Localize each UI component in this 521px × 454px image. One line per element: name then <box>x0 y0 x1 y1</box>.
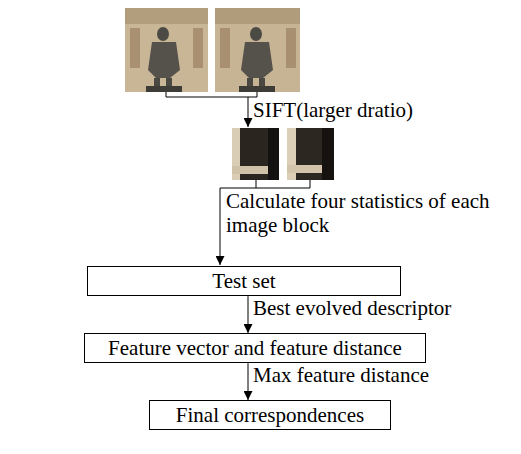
statue-head <box>157 27 169 41</box>
statue-leg <box>154 78 160 86</box>
edge-label: Best evolved descriptor <box>253 297 451 321</box>
statue-base <box>146 86 182 92</box>
bracket-line <box>256 180 310 188</box>
statue-head <box>250 27 262 41</box>
step-label: SIFT(larger dratio) <box>253 99 513 123</box>
statue-leg <box>247 78 253 86</box>
statue-body <box>148 42 180 78</box>
facade-column <box>220 28 230 68</box>
shadow-edge <box>322 128 334 180</box>
flow-arrow <box>248 363 249 400</box>
photo-ground <box>215 8 300 92</box>
photo-ground <box>125 8 208 92</box>
bracket-line <box>220 188 256 189</box>
process-box: Test set <box>87 266 401 296</box>
image-block <box>232 128 279 180</box>
edge-label: Max feature distance <box>253 364 429 388</box>
statue-body <box>241 42 273 78</box>
statue-leg <box>259 78 265 86</box>
process-box: Feature vector and feature distance <box>84 333 426 363</box>
flow-arrow <box>248 296 249 333</box>
bracket-line <box>166 92 257 97</box>
block-ground <box>287 128 334 180</box>
box-text: Feature vector and feature distance <box>93 336 417 360</box>
box-text: Final correspondences <box>158 403 382 427</box>
statue-photo <box>215 8 300 92</box>
image-block <box>287 128 334 180</box>
facade-band <box>125 8 208 24</box>
block-ground <box>232 128 279 180</box>
flow-arrow <box>248 97 249 127</box>
process-box: Final correspondences <box>149 400 391 430</box>
box-text: Test set <box>96 269 392 293</box>
shadow-edge <box>268 128 279 180</box>
statue-leg <box>166 78 172 86</box>
flow-arrow <box>220 188 221 265</box>
facade-column <box>286 28 296 68</box>
statue-base <box>239 86 275 92</box>
statue-photo <box>125 8 208 92</box>
facade-column <box>193 28 203 68</box>
facade-band <box>215 8 300 24</box>
facade-column <box>130 28 140 68</box>
step-label: Calculate four statistics of each image … <box>226 190 502 237</box>
